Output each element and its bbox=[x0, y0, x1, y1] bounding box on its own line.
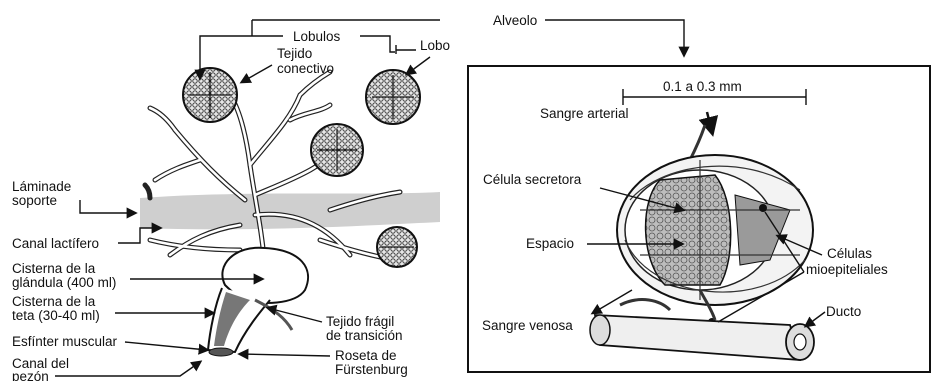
lobule-1 bbox=[183, 68, 237, 122]
label-cisterna-glandula-2: glándula (400 ml) bbox=[12, 275, 116, 290]
label-celula-secretora: Célula secretora bbox=[483, 172, 582, 187]
label-roseta-1: Roseta de bbox=[335, 348, 397, 363]
lobule-4 bbox=[377, 227, 417, 267]
label-lobulos: Lobulos bbox=[293, 29, 341, 44]
label-tejido-conectivo-2: conectivo bbox=[277, 61, 334, 76]
label-sangre-venosa: Sangre venosa bbox=[482, 318, 573, 333]
label-celulas-mio-2: mioepiteliales bbox=[806, 262, 888, 277]
label-tejido-fragil-1: Tejido frágil bbox=[326, 314, 394, 329]
lobule-3 bbox=[311, 124, 363, 176]
label-celulas-mio-1: Células bbox=[827, 246, 872, 261]
label-ducto: Ducto bbox=[826, 304, 861, 319]
label-sangre-arterial: Sangre arterial bbox=[540, 106, 629, 121]
label-cisterna-teta-1: Cisterna de la bbox=[12, 294, 96, 309]
label-esfinter: Esfínter muscular bbox=[12, 334, 118, 349]
label-cisterna-glandula-1: Cisterna de la bbox=[12, 261, 96, 276]
lobule-2 bbox=[366, 70, 420, 124]
label-tejido-conectivo-1: Tejido bbox=[277, 46, 312, 61]
label-alveolo: Alveolo bbox=[493, 13, 537, 28]
label-canal-lactifero: Canal lactífero bbox=[12, 236, 99, 251]
label-tejido-fragil-2: de transición bbox=[326, 328, 403, 343]
label-lobo: Lobo bbox=[420, 38, 450, 53]
support-lamina-band bbox=[140, 192, 440, 229]
teat-tip bbox=[209, 348, 233, 356]
label-laminade-2: soporte bbox=[12, 193, 57, 208]
label-laminade-1: Láminade bbox=[12, 179, 71, 194]
label-scale: 0.1 a 0.3 mm bbox=[663, 79, 742, 94]
label-cisterna-teta-2: teta (30-40 ml) bbox=[12, 308, 100, 323]
label-roseta-2: Fürstenburg bbox=[335, 362, 408, 377]
label-espacio: Espacio bbox=[526, 236, 574, 251]
label-canal-pezon-2: pezón bbox=[12, 369, 49, 381]
